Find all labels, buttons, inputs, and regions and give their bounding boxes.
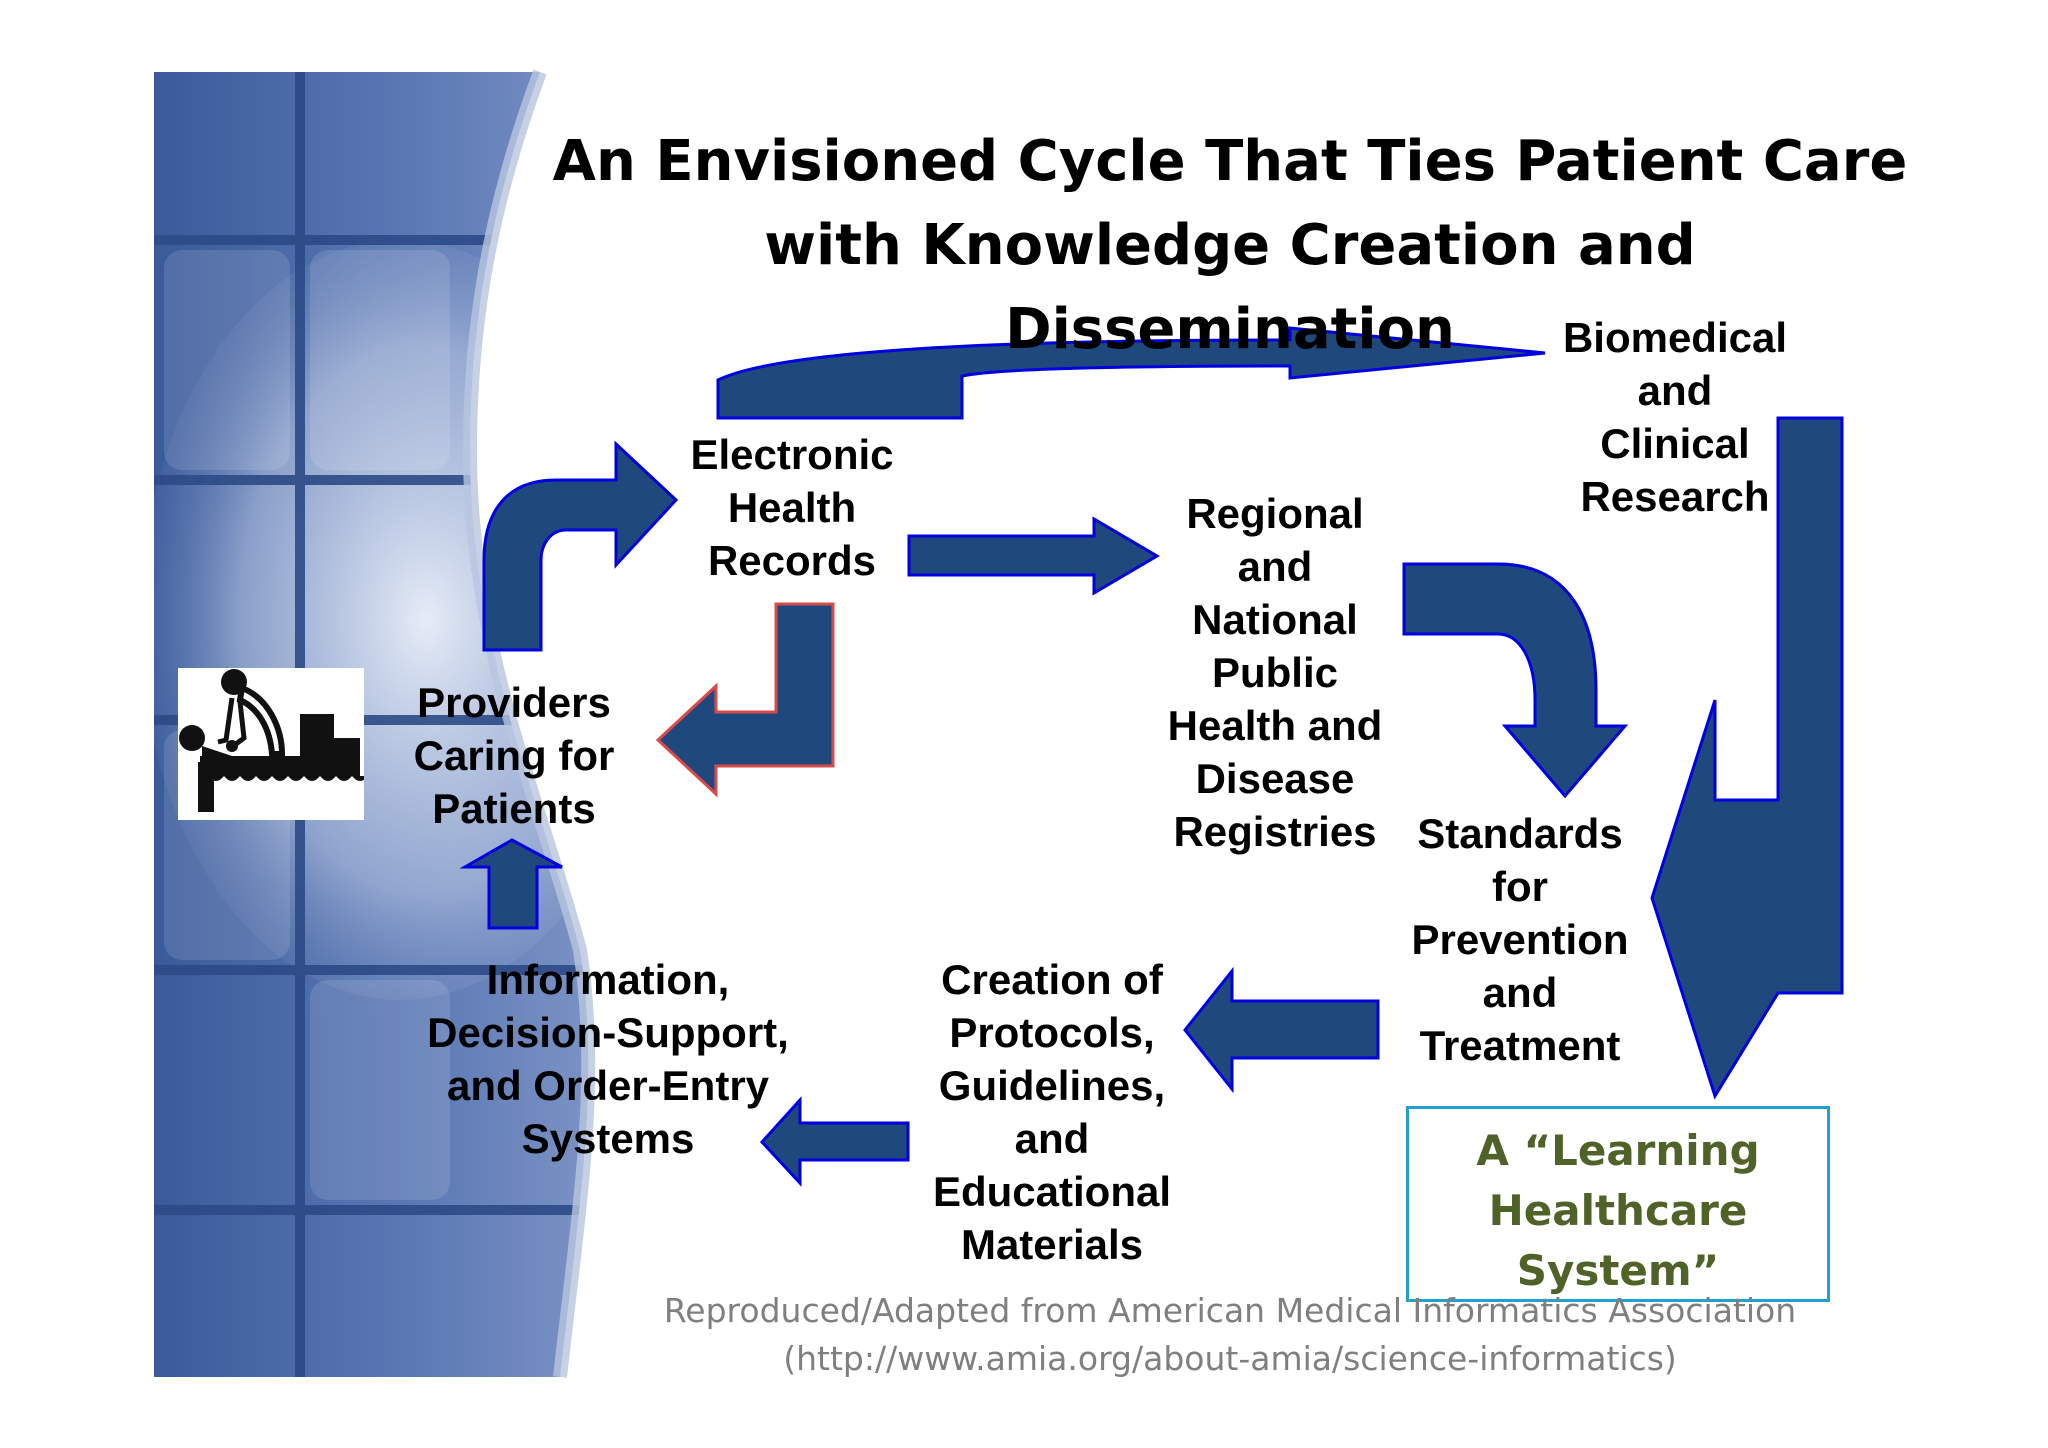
source-credit: Reproduced/Adapted from American Medical… <box>600 1287 1860 1383</box>
research-line-3: Clinical <box>1600 420 1750 467</box>
arrow-ehr-to-research <box>716 326 1546 420</box>
standards-line-3: Prevention <box>1411 916 1629 963</box>
registries-line-6: Disease <box>1195 755 1355 802</box>
node-electronic-health-records: Electronic Health Records <box>672 428 912 587</box>
registries-line-4: Public <box>1211 649 1339 696</box>
ehr-line-3: Records <box>707 537 877 584</box>
ehr-line-1: Electronic <box>690 431 894 478</box>
credit-line-1: Reproduced/Adapted from American Medical… <box>663 1291 1797 1330</box>
registries-line-1: Regional <box>1186 490 1364 537</box>
protocols-line-2: Protocols, <box>949 1009 1155 1056</box>
registries-line-5: Health and <box>1167 702 1383 749</box>
title-line-2: with Knowledge Creation and Disseminatio… <box>764 213 1696 362</box>
standards-line-4: and <box>1482 969 1558 1016</box>
node-biomedical-research: Biomedical and Clinical Research <box>1540 311 1810 523</box>
standards-line-2: for <box>1492 863 1548 910</box>
node-standards: Standards for Prevention and Treatment <box>1400 807 1640 1072</box>
learning-healthcare-system-label: A “Learning Healthcare System” <box>1409 1121 1827 1301</box>
arrow-ehr-to-providers <box>655 602 835 798</box>
lhs-line-1: A “Learning <box>1476 1126 1760 1175</box>
arrow-ehr-to-registries <box>907 516 1160 596</box>
protocols-line-6: Materials <box>960 1221 1144 1268</box>
information-line-1: Information, <box>486 956 730 1003</box>
node-providers: Providers Caring for Patients <box>394 676 634 835</box>
research-line-4: Research <box>1580 473 1770 520</box>
learning-healthcare-system-box: A “Learning Healthcare System” <box>1406 1106 1830 1302</box>
node-information-systems: Information, Decision-Support, and Order… <box>408 953 808 1165</box>
doctor-treating-patient-icon <box>178 668 368 820</box>
providers-line-3: Patients <box>432 785 596 832</box>
page-title: An Envisioned Cycle That Ties Patient Ca… <box>540 120 1920 372</box>
node-registries: Regional and National Public Health and … <box>1140 487 1410 858</box>
node-protocols: Creation of Protocols, Guidelines, and E… <box>922 953 1182 1271</box>
protocols-line-5: Educational <box>932 1168 1172 1215</box>
ehr-line-2: Health <box>727 484 857 531</box>
title-line-1: An Envisioned Cycle That Ties Patient Ca… <box>552 129 1908 194</box>
lhs-line-2: Healthcare <box>1488 1186 1748 1235</box>
arrow-providers-to-ehr <box>482 440 679 652</box>
providers-line-2: Caring for <box>413 732 615 779</box>
standards-line-1: Standards <box>1417 810 1623 857</box>
arrow-information-to-providers <box>459 838 563 930</box>
protocols-line-1: Creation of <box>941 956 1163 1003</box>
research-line-2: and <box>1637 367 1713 414</box>
credit-url: (http://www.amia.org/about-amia/science-… <box>783 1339 1677 1378</box>
research-line-1: Biomedical <box>1562 314 1788 361</box>
arrow-standards-to-protocols <box>1183 966 1380 1094</box>
registries-line-7: Registries <box>1173 808 1377 855</box>
sidebar-swoosh <box>462 69 596 1378</box>
providers-line-1: Providers <box>417 679 611 726</box>
information-line-4: Systems <box>521 1115 695 1162</box>
information-line-2: Decision-Support, <box>427 1009 789 1056</box>
arrow-registries-to-standards <box>1402 562 1629 799</box>
protocols-line-4: and <box>1014 1115 1090 1162</box>
protocols-line-3: Guidelines, <box>938 1062 1166 1109</box>
standards-line-5: Treatment <box>1419 1022 1621 1069</box>
arrow-protocols-to-information <box>759 1096 910 1187</box>
registries-line-3: National <box>1192 596 1358 643</box>
information-line-3: and Order-Entry <box>446 1062 770 1109</box>
registries-line-2: and <box>1237 543 1313 590</box>
lhs-line-3: System” <box>1516 1246 1720 1295</box>
arrow-research-to-standards <box>1650 416 1844 1100</box>
